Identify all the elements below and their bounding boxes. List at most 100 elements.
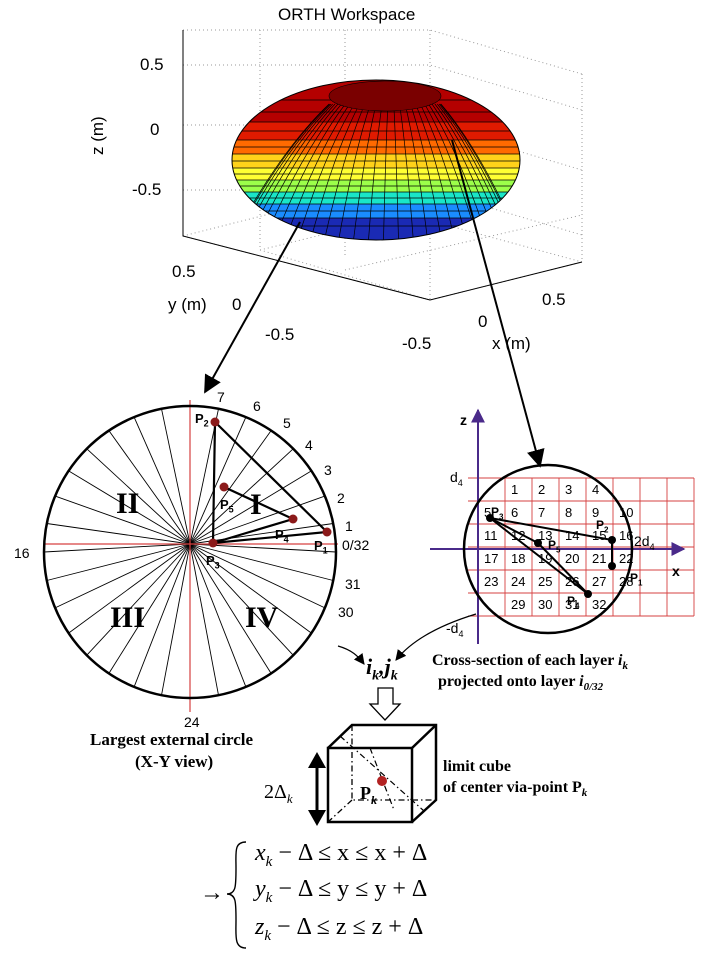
y-axis-label: y (m) [168, 295, 207, 314]
sector-4: 4 [305, 437, 313, 453]
cs-cell-1: 1 [511, 482, 519, 497]
cube-label-1: limit cube [443, 758, 511, 775]
circle-xy-view [42, 400, 338, 712]
point-p4: P4 [275, 527, 289, 545]
cs-cell-28: 28 [619, 574, 634, 589]
sector-31: 31 [345, 576, 361, 592]
equation-brace [226, 841, 247, 949]
z-tick-2: -0.5 [132, 180, 162, 199]
sector-30: 30 [338, 604, 354, 620]
cs-cell-31: 31 [565, 597, 580, 612]
x-axis-label: x (m) [492, 334, 531, 353]
workspace-axes [182, 30, 583, 301]
cs-point-p5: P5 [548, 538, 561, 555]
cs-cell-3: 3 [565, 482, 573, 497]
torus-hole [328, 80, 442, 112]
y-tick-1: 0 [232, 295, 242, 314]
x-tick-0: 0.5 [542, 290, 566, 309]
cs-2d4: 2d4 [634, 533, 655, 552]
cs-cell-20: 20 [565, 551, 580, 566]
cs-cell-26: 26 [565, 574, 580, 589]
x-tick-2: -0.5 [402, 334, 432, 353]
cs-cell-21: 21 [592, 551, 607, 566]
point-p5: P5 [220, 497, 234, 515]
cs-point-p4: P4 [567, 594, 580, 611]
cs-cell-11: 11 [484, 528, 498, 543]
sector-7: 7 [217, 389, 225, 405]
circle-caption-2: (X-Y view) [135, 752, 214, 771]
cs-d4-bottom: -d4 [446, 620, 464, 639]
cs-cell-32: 32 [592, 597, 607, 612]
sector-16: 16 [14, 545, 30, 561]
equation-y: yk − Δ ≤ y ≤ y + Δ [255, 876, 428, 906]
cs-cell-25: 25 [538, 574, 553, 589]
equation-arrow: → [200, 880, 224, 906]
cs-cell-10: 10 [619, 505, 634, 520]
cs-axis-x: x [672, 563, 680, 579]
y-tick-2: -0.5 [265, 325, 295, 344]
quadrant-III: III [110, 601, 146, 634]
cs-cell-4: 4 [592, 482, 600, 497]
y-tick-0: 0.5 [172, 262, 196, 281]
cross-section-view [430, 408, 695, 644]
cs-cell-17: 17 [484, 551, 499, 566]
quadrant-I: I [250, 488, 262, 521]
cube-delta-label: 2Δk [264, 781, 293, 806]
cs-point-p2: P2 [596, 518, 609, 535]
cs-cell-8: 8 [565, 505, 573, 520]
point-p3: P3 [206, 553, 220, 571]
cs-cell-14: 14 [565, 528, 580, 543]
cs-cell-5: 5 [484, 505, 492, 520]
cs-d4-top: d4 [450, 469, 463, 488]
cs-cell-29: 29 [511, 597, 526, 612]
circle-caption-1: Largest external circle [90, 730, 254, 749]
point-p1: P1 [314, 538, 328, 556]
workspace-title: ORTH Workspace [278, 5, 416, 24]
x-tick-1: 0 [478, 312, 488, 331]
limit-cube [326, 723, 438, 824]
sector-1: 1 [345, 518, 353, 534]
sector-3: 3 [324, 462, 332, 478]
cs-cell-18: 18 [511, 551, 526, 566]
quadrant-II: II [116, 487, 140, 520]
indices-ik-jk: ik,jk [366, 654, 398, 684]
sector-0-32: 0/32 [342, 537, 370, 553]
cs-point-p3: P3 [491, 505, 504, 522]
cube-center-label: Pk [360, 783, 377, 807]
z-tick-0: 0.5 [140, 55, 164, 74]
equation-z: zk − Δ ≤ z ≤ z + Δ [255, 914, 424, 944]
sector-6: 6 [253, 398, 261, 414]
arrow-to-cross-section [451, 139, 545, 468]
arrow-to-circle [204, 221, 301, 394]
cs-axis-z: z [460, 412, 467, 428]
cs-cell-12: 12 [511, 528, 526, 543]
cs-point-p1: P1 [630, 571, 643, 588]
equation-x: xk − Δ ≤ x ≤ x + Δ [255, 840, 428, 870]
cs-cell-6: 6 [511, 505, 519, 520]
cube-label-2: of center via-point Pk [443, 779, 588, 800]
cs-cell-15: 15 [592, 528, 607, 543]
cs-cell-16: 16 [619, 528, 634, 543]
cs-cell-23: 23 [484, 574, 499, 589]
cs-caption-2: projected onto layer i0/32 [438, 673, 604, 694]
cs-caption-1: Cross-section of each layer ik [432, 652, 628, 673]
point-p2: P2 [195, 411, 209, 429]
quadrant-IV: IV [245, 601, 279, 634]
cs-cell-19: 19 [538, 551, 553, 566]
triangle-p1-p2-p3 [211, 419, 330, 545]
cs-cell-22: 22 [619, 551, 634, 566]
z-axis-label: z (m) [88, 116, 107, 155]
z-tick-1: 0 [150, 120, 160, 139]
cs-cell-2: 2 [538, 482, 546, 497]
cs-cell-24: 24 [511, 574, 526, 589]
sector-2: 2 [337, 490, 345, 506]
sector-5: 5 [283, 415, 291, 431]
cs-cell-30: 30 [538, 597, 553, 612]
cs-cell-9: 9 [592, 505, 600, 520]
sector-24: 24 [184, 714, 200, 730]
cs-cell-13: 13 [538, 528, 553, 543]
cs-cell-27: 27 [592, 574, 607, 589]
workspace-plot [182, 29, 583, 301]
down-arrow [368, 687, 402, 721]
